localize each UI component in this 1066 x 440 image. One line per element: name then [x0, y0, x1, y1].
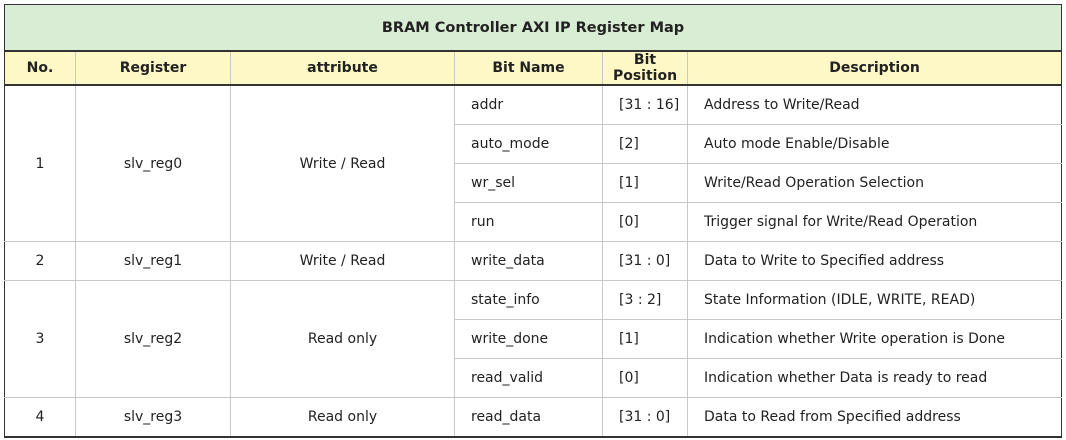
- bit-position-cell: [31 : 0]: [602, 397, 688, 438]
- description-cell: Address to Write/Read: [686, 84, 1063, 125]
- bit-name-cell: wr_sel: [454, 163, 603, 203]
- description-cell: Write/Read Operation Selection: [686, 163, 1063, 203]
- register-attribute: Read only: [230, 397, 455, 438]
- register-number: 2: [4, 241, 76, 281]
- header-register: Register: [75, 50, 231, 86]
- bit-name-cell: state_info: [454, 280, 603, 320]
- bit-name-cell: read_data: [454, 397, 603, 438]
- table-row: 1 slv_reg0 Write / Read addr [31 : 16] A…: [4, 84, 1063, 242]
- bit-position-cell: [3 : 2]: [602, 280, 688, 320]
- table-row: read_valid [0] Indication whether Data i…: [5, 358, 1063, 398]
- description-cell: Trigger signal for Write/Read Operation: [686, 202, 1063, 242]
- table-row: run [0] Trigger signal for Write/Read Op…: [5, 202, 1063, 242]
- bit-position-cell: [1]: [602, 319, 688, 359]
- bit-position-cell: [0]: [602, 202, 688, 242]
- table-row: 4 slv_reg3 Read only read_data [31 : 0] …: [4, 397, 1063, 438]
- register-name: slv_reg1: [75, 241, 231, 281]
- table-row: wr_sel [1] Write/Read Operation Selectio…: [5, 163, 1063, 203]
- bit-name-cell: run: [454, 202, 603, 242]
- table-row: 2 slv_reg1 Write / Read write_data [31 :…: [4, 241, 1063, 281]
- register-attribute: Read only: [230, 280, 455, 398]
- table-title: BRAM Controller AXI IP Register Map: [3, 4, 1063, 52]
- header-attribute: attribute: [230, 50, 455, 86]
- description-cell: State Information (IDLE, WRITE, READ): [686, 280, 1063, 320]
- bit-position-cell: [2]: [602, 124, 688, 164]
- header-bit-position: Bit Position: [602, 50, 688, 86]
- bit-name-cell: auto_mode: [454, 124, 603, 164]
- table-row: auto_mode [2] Auto mode Enable/Disable: [5, 124, 1063, 164]
- register-number: 4: [4, 397, 76, 438]
- register-attribute: Write / Read: [230, 241, 455, 281]
- bit-position-cell: [0]: [602, 358, 688, 398]
- description-cell: Data to Write to Specified address: [686, 241, 1063, 281]
- bit-name-cell: write_done: [454, 319, 603, 359]
- table-row: 3 slv_reg2 Read only state_info [3 : 2] …: [4, 280, 1063, 398]
- description-cell: Auto mode Enable/Disable: [686, 124, 1063, 164]
- bit-position-cell: [31 : 0]: [602, 241, 688, 281]
- header-bit-name: Bit Name: [454, 50, 603, 86]
- bit-name-cell: read_valid: [454, 358, 603, 398]
- header-description: Description: [686, 50, 1063, 86]
- register-attribute: Write / Read: [230, 84, 455, 242]
- register-number: 1: [4, 84, 76, 242]
- description-cell: Data to Read from Specified address: [686, 397, 1063, 438]
- bit-name-cell: addr: [454, 84, 603, 125]
- bit-position-cell: [1]: [602, 163, 688, 203]
- header-no: No.: [4, 50, 76, 86]
- register-name: slv_reg3: [75, 397, 231, 438]
- description-cell: Indication whether Data is ready to read: [686, 358, 1063, 398]
- register-name: slv_reg2: [75, 280, 231, 398]
- bit-position-cell: [31 : 16]: [602, 84, 688, 125]
- description-cell: Indication whether Write operation is Do…: [686, 319, 1063, 359]
- table-row: write_done [1] Indication whether Write …: [5, 319, 1063, 359]
- bit-name-cell: write_data: [454, 241, 603, 281]
- register-map-table: BRAM Controller AXI IP Register Map No. …: [3, 4, 1063, 438]
- register-name: slv_reg0: [75, 84, 231, 242]
- register-number: 3: [4, 280, 76, 398]
